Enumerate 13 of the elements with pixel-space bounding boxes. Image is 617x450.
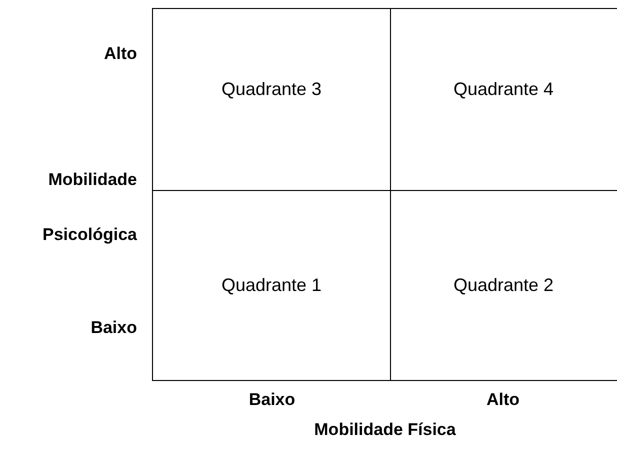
quadrant-label: Quadrante 4 (453, 79, 554, 100)
quadrant-cell (152, 8, 391, 191)
axis-level-label: Alto (104, 44, 137, 64)
quadrant-label: Quadrante 3 (221, 79, 322, 100)
quadrant-label: Quadrante 2 (453, 274, 554, 296)
axis-level-label: Baixo (248, 390, 296, 410)
quadrant-cell (152, 190, 391, 381)
axis-title: Mobilidade Psicológica (42, 169, 137, 246)
axis-level-label: Alto (486, 390, 520, 410)
axis-level-label: Baixo (90, 318, 137, 338)
quadrant-label: Quadrante 1 (221, 274, 322, 296)
quadrant-cell (390, 8, 617, 191)
axis-title: Mobilidade Física (314, 420, 456, 440)
